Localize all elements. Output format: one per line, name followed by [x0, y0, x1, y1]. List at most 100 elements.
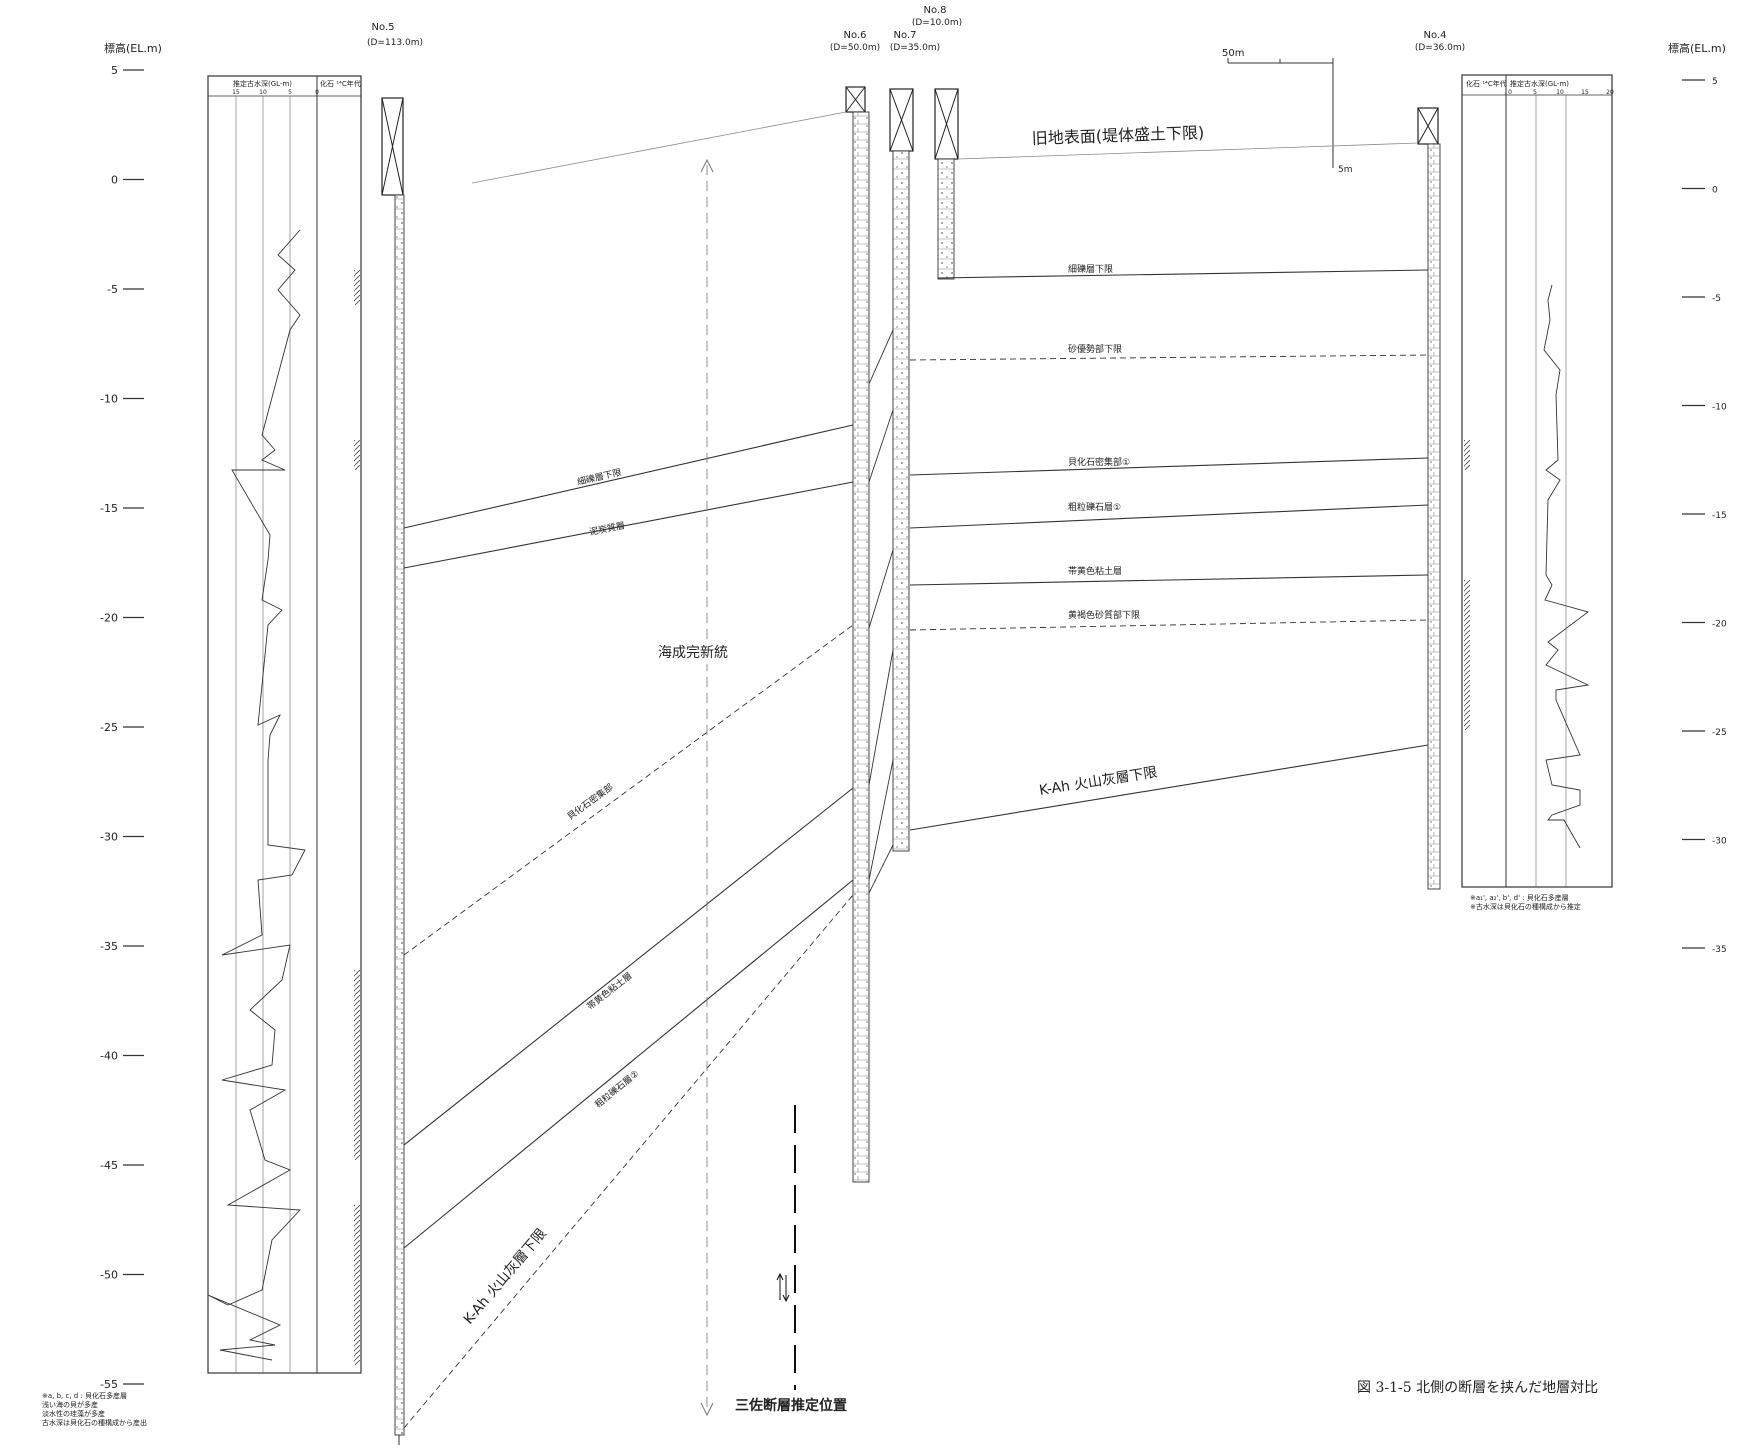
inner-line-e	[868, 759, 894, 881]
kah-label-left: K-Ah 火山灰層下限	[461, 1226, 550, 1328]
inner-line-a	[868, 329, 894, 385]
right-tick-label: -10	[1712, 403, 1727, 413]
yellow-clay-line-right	[909, 574, 1429, 586]
yellow-clay-label-left: 帯黄色粘土層	[584, 970, 634, 1013]
borehole-no7-column	[889, 88, 914, 852]
left-note-line: 浅い海の貝が多産	[42, 1400, 98, 1409]
yellowbrown-label-right: 黄褐色砂質部下限	[1068, 609, 1140, 621]
right-paleodepth-curve	[1543, 284, 1590, 849]
gravel-lower-line-left	[403, 424, 854, 529]
yellow-clay-line-left	[403, 787, 854, 1146]
kah-line-left	[403, 894, 854, 1429]
left-col2-header: 化石 ¹⁴C年代	[320, 79, 361, 88]
right-note-line: ※古水深は貝化石の種構成から推定	[1470, 902, 1581, 911]
left-tick-label: -55	[100, 1378, 118, 1391]
kah-line-right	[909, 744, 1429, 831]
left-note-line: 古水深は貝化石の種構成から産出	[42, 1418, 147, 1427]
borehole-no5-name: No.5	[372, 22, 395, 33]
borehole-no6-name: No.6	[844, 30, 867, 41]
left-tick-label: -50	[100, 1269, 118, 1282]
right-scale-label: 20	[1606, 89, 1614, 96]
borehole-no7-name: No.7	[894, 30, 917, 41]
gravel-lower-line-right	[937, 269, 1429, 279]
left-tick-label: 0	[111, 174, 118, 187]
left-tick-label: -30	[100, 831, 118, 844]
borehole-no5-depth: (D=113.0m)	[367, 38, 423, 48]
right-elevation-axis: 標高(EL.m) 5 0 -5 -10 -15 -20 -25 -30 -35	[1668, 41, 1727, 955]
borehole-no6-column	[845, 86, 870, 1183]
holocene-label: 海成完新統	[658, 645, 728, 661]
shell-line-right	[909, 457, 1429, 476]
inner-line-b	[868, 409, 894, 483]
left-paleodepth-curve	[207, 229, 306, 1361]
borehole-no8-name: No.8	[924, 5, 947, 16]
borehole-no4-column	[1417, 107, 1441, 890]
right-scale-label: 0	[1508, 89, 1512, 96]
right-tick-label: -35	[1712, 945, 1727, 955]
peaty-line-left	[403, 481, 854, 569]
sand-lower-label-right: 砂優勢部下限	[1068, 343, 1122, 355]
left-tick-label: -35	[100, 940, 118, 953]
left-elevation-axis: 標高(EL.m) 50-5-10-15-20-25-30-35-40-45-50…	[100, 41, 162, 1391]
old-surface-line-right	[957, 142, 1419, 160]
left-tick-label: -5	[107, 283, 118, 296]
correlation-lines	[403, 111, 1429, 1429]
holocene-range-arrow: 海成完新統	[655, 158, 765, 1417]
inner-line-c	[868, 549, 894, 629]
sand-lower-line-right	[909, 354, 1429, 361]
right-tick-label: -15	[1712, 511, 1727, 521]
left-tick-label: -15	[100, 502, 118, 515]
right-tick-label: -30	[1712, 837, 1727, 847]
scale-bar: 50m 5m	[1222, 48, 1353, 175]
right-col2-header: 推定古水深(GL-m)	[1510, 79, 1569, 88]
notes-left: ※a, b, c, d : 貝化石多産層浅い海の貝が多産淡水性の珪藻が多産古水深…	[42, 1391, 147, 1427]
gravel-lower-label-right: 細礫層下限	[1068, 263, 1113, 275]
coarse-gravel-2-line-left	[403, 879, 854, 1249]
old-surface-label: 旧地表面(堤体盛土下限)	[1031, 123, 1204, 148]
left-scale-label: 5	[288, 89, 292, 96]
left-tick-label: -10	[100, 393, 118, 406]
fault-position-label: 三佐断層推定位置	[735, 1397, 847, 1414]
left-tick-label: -45	[100, 1159, 118, 1172]
right-axis-title: 標高(EL.m)	[1668, 41, 1726, 55]
right-tick-label: 0	[1712, 186, 1718, 196]
coarse-gravel-1-line-right	[909, 504, 1429, 529]
right-scale-label: 5	[1533, 89, 1537, 96]
coarse-gravel-1-label-right: 粗粒礫石層①	[1068, 501, 1121, 513]
left-note-line: ※a, b, c, d : 貝化石多産層	[42, 1391, 127, 1400]
horizon-labels: 旧地表面(堤体盛土下限) 細礫層下限 砂優勢部下限 貝化石密集部① 粗粒礫石層①…	[461, 123, 1205, 1328]
left-tick-label: 5	[111, 64, 118, 77]
borehole-no5-column	[381, 97, 405, 1445]
right-tick-label: -20	[1712, 620, 1727, 630]
shell-label-left: 貝化石密集部	[565, 781, 616, 822]
yellowbrown-line-right	[909, 619, 1429, 631]
right-tick-label: -25	[1712, 728, 1727, 738]
left-note-line: 淡水性の珪藻が多産	[42, 1409, 105, 1418]
left-scale-label: 15	[232, 89, 240, 96]
inner-line-f	[868, 844, 894, 894]
kah-label-right: K-Ah 火山灰層下限	[1038, 764, 1158, 798]
borehole-no8-depth: (D=10.0m)	[912, 18, 962, 28]
notes-right: ※a₁', a₂', b', d' : 貝化石多産層※古水深は貝化石の種構成から…	[1470, 893, 1581, 911]
left-axis-title: 標高(EL.m)	[104, 41, 162, 55]
left-scale-label: 0	[315, 89, 319, 96]
right-tick-label: -5	[1712, 294, 1721, 304]
borehole-no4-name: No.4	[1424, 30, 1447, 41]
right-col1-header: 化石 ¹⁴C年代	[1466, 79, 1507, 88]
figure-caption: 図 3-1-5 北側の断層を挟んだ地層対比	[1357, 1380, 1598, 1396]
scale-horizontal-label: 50m	[1222, 48, 1244, 59]
peaty-label-left: 泥炭質層	[588, 519, 626, 538]
inner-line-d	[868, 649, 894, 786]
left-tick-label: -25	[100, 721, 118, 734]
right-tick-label: 5	[1712, 77, 1718, 87]
borehole-no4-depth: (D=36.0m)	[1415, 43, 1465, 53]
shell-label-right: 貝化石密集部①	[1068, 456, 1130, 468]
left-col1-header: 推定古水深(GL-m)	[233, 79, 292, 88]
yellow-clay-label-right: 帯黄色粘土層	[1068, 565, 1122, 577]
fault-position-marker: 三佐断層推定位置	[735, 1105, 847, 1414]
borehole-labels: No.5 (D=113.0m) No.6 (D=50.0m) No.7 (D=3…	[367, 5, 1465, 53]
right-note-line: ※a₁', a₂', b', d' : 貝化石多産層	[1470, 893, 1569, 902]
